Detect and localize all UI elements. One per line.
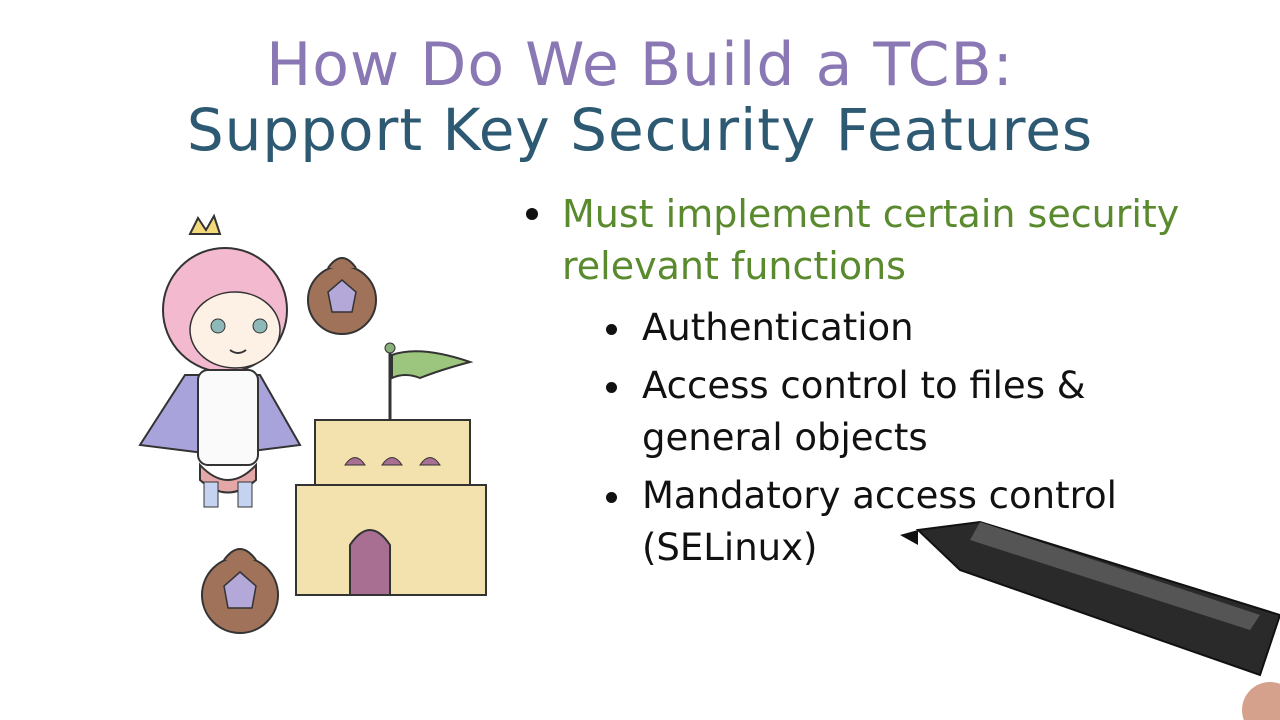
money-bag-icon: [307, 257, 377, 335]
pen-icon: [900, 520, 1280, 720]
castle-icon: [295, 342, 487, 596]
sub-bullet-mandatory-access-control: Mandatory access control (SELinux): [600, 470, 1220, 574]
title-line-2: Support Key Security Features: [186, 96, 1094, 164]
money-bag-icon: [201, 548, 279, 634]
sub-bullet-authentication: Authentication: [600, 302, 1220, 354]
sub-bullet-access-control: Access control to files & general object…: [600, 360, 1220, 464]
bullet-list: Must implement certain security relevant…: [520, 188, 1220, 580]
title-line-1: How Do We Build a TCB:: [266, 30, 1014, 100]
sub-bullet-list: Authentication Access control to files &…: [600, 302, 1220, 574]
main-bullet: Must implement certain security relevant…: [520, 188, 1220, 292]
prince-castle-illustration: [138, 213, 487, 634]
prince-character-icon: [138, 213, 302, 508]
